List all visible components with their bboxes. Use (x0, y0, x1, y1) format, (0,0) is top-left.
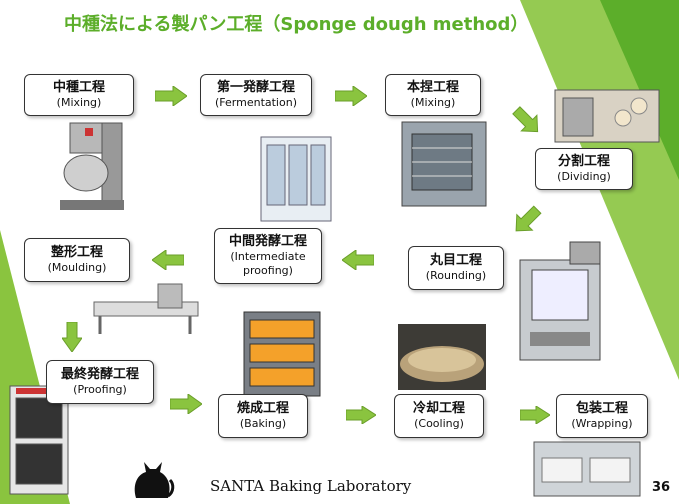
arrow-right-2 (335, 86, 367, 106)
step-box-final-proofing: 最終発酵工程 (Proofing) (46, 360, 154, 404)
divider-machine-image (554, 89, 660, 143)
step-label-en: (Fermentation) (215, 96, 297, 109)
step-label-jp: 中間発酵工程 (228, 234, 307, 249)
step-label-en: (Mixing) (410, 96, 456, 109)
step-label-en-line2: proofing) (243, 264, 293, 277)
step-label-jp: 分割工程 (557, 154, 610, 169)
arrow-down-1 (62, 322, 82, 352)
cat-logo-icon (134, 462, 175, 498)
step-label-jp: 中種工程 (52, 80, 105, 95)
arrow-left-1 (342, 250, 374, 270)
oven-image (243, 311, 321, 397)
arrow-right-5 (520, 406, 550, 424)
step-label-en: (Baking) (239, 417, 287, 430)
step-label-en: (Intermediate (230, 250, 306, 263)
arrow-right-1 (155, 86, 187, 106)
step-box-first-fermentation: 第一発酵工程 (Fermentation) (200, 74, 312, 116)
step-box-sponge-mixing: 中種工程 (Mixing) (24, 74, 134, 116)
step-box-moulding: 整形工程 (Moulding) (24, 238, 130, 282)
step-box-dividing: 分割工程 (Dividing) (535, 148, 633, 190)
cooling-conveyor-image (398, 324, 486, 390)
step-label-jp: 焼成工程 (236, 401, 289, 416)
footer-lab-name: SANTA Baking Laboratory (210, 477, 412, 495)
arrow-right-4 (346, 406, 376, 424)
step-label-jp: 本捏工程 (406, 80, 459, 95)
step-box-rounding: 丸目工程 (Rounding) (408, 246, 504, 290)
arrow-left-2 (152, 250, 184, 270)
slide-title: 中種法による製パン工程（Sponge dough method） (64, 14, 529, 35)
arrow-down-right-1 (512, 106, 539, 133)
step-label-jp: 第一発酵工程 (216, 80, 295, 95)
arrow-right-3 (170, 394, 202, 414)
proofer-image (9, 385, 69, 495)
step-label-en: (Mixing) (56, 96, 102, 109)
step-label-en: (Proofing) (73, 383, 127, 396)
step-label-en: (Moulding) (47, 261, 107, 274)
moulder-machine-image (93, 283, 199, 334)
page-number: 36 (651, 480, 671, 495)
wrapping-machine-image (533, 441, 641, 497)
step-label-jp: 最終発酵工程 (60, 367, 139, 382)
step-label-jp: 冷却工程 (412, 401, 465, 416)
step-box-intermediate-proofing: 中間発酵工程 (Intermediate proofing) (214, 228, 322, 284)
mixer-machine-image (60, 122, 124, 210)
main-mixer-image (401, 121, 487, 207)
fermentation-room-image (260, 136, 332, 222)
step-label-jp: 整形工程 (50, 245, 103, 260)
rounder-machine-image (519, 241, 601, 361)
arrow-down-left-1 (515, 205, 542, 232)
step-label-en: (Cooling) (414, 417, 464, 430)
step-label-jp: 包装工程 (575, 401, 628, 416)
step-box-cooling: 冷却工程 (Cooling) (394, 394, 484, 438)
step-label-en: (Dividing) (557, 170, 611, 183)
step-label-en: (Rounding) (425, 269, 487, 282)
step-box-baking: 焼成工程 (Baking) (218, 394, 308, 438)
step-label-jp: 丸目工程 (429, 253, 482, 268)
step-label-en: (Wrapping) (571, 417, 633, 430)
step-box-wrapping: 包装工程 (Wrapping) (556, 394, 648, 438)
step-box-main-mixing: 本捏工程 (Mixing) (385, 74, 481, 116)
